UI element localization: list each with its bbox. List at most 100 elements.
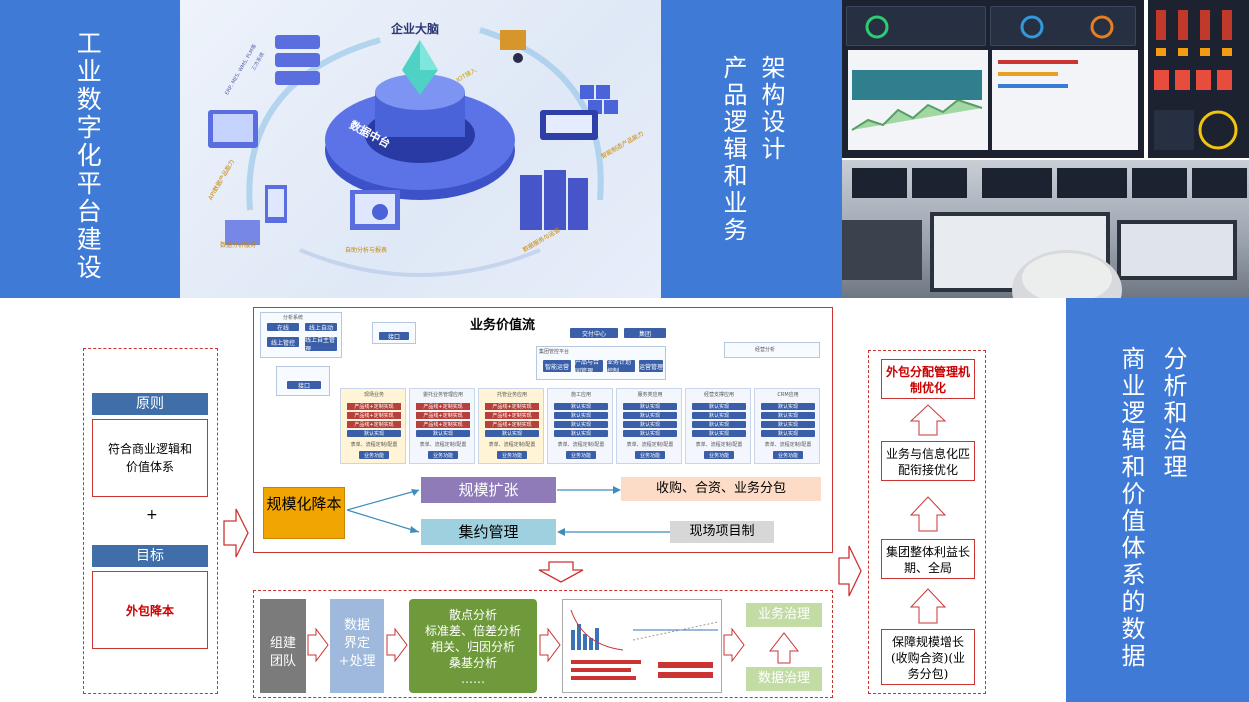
left-banner: 工业数字化平台建设 <box>0 0 180 298</box>
app-chip: 默认实现 <box>692 430 746 437</box>
app-chip: 默认实现 <box>761 403 815 410</box>
acquire-box: 收购、合资、业务分包 <box>621 477 821 501</box>
app-chip: 默认实现 <box>554 421 608 428</box>
plus-sign: + <box>146 507 158 523</box>
app-api-chip: 业务功能 <box>773 451 803 459</box>
goal-text: 外包降本 <box>92 571 208 649</box>
app-column-title: 现场业务 <box>363 392 384 398</box>
app-api-chip: 业务功能 <box>635 451 665 459</box>
analysis-box-green: 散点分析 标准差、倍差分析 相关、归因分析 桑基分析 …… <box>409 599 537 693</box>
chip-delivery-center: 交付中心 <box>570 328 618 338</box>
middle-banner: 架构设计 产品逻辑和业务 <box>661 0 842 298</box>
app-column-title: 委托业务管理应用 <box>422 392 463 398</box>
right-banner-col2: 商业逻辑和价值体系的数据 <box>1117 346 1145 670</box>
app-column-footer: 表单、流程定制/配置 <box>419 442 467 448</box>
pipeline-panel: 组建团队 数据界定+处理 散点分析 标准差、倍差分析 相关、归因分析 桑基分析 … <box>253 590 833 698</box>
label-report: 自助分析与报表 <box>345 247 388 254</box>
step1-box: 外包分配管理机制优化 <box>881 359 975 399</box>
optimization-panel: 外包分配管理机制优化 业务与信息化匹配衔接优化 集团整体利益长期、全局 保障规模… <box>868 350 986 694</box>
app-chip: 默认实现 <box>623 403 677 410</box>
principle-text: 符合商业逻辑和价值体系 <box>92 419 208 497</box>
system-box: 分析系统 在线 线上自动 线上管控 线上自主管理 <box>260 312 342 358</box>
chip-group: 集团 <box>624 328 666 338</box>
app-chip: 产品线+定制实现 <box>485 421 539 428</box>
chip-ops-manage: 运营管理 <box>639 360 663 372</box>
app-column: 托管业务应用产品线+定制实现产品线+定制实现产品线+定制实现默认实现表单、流程定… <box>478 388 544 464</box>
biz-gov-box: 业务治理 <box>746 603 822 627</box>
app-column-title: 经营支撑应用 <box>703 392 734 398</box>
goal-title: 目标 <box>92 545 208 567</box>
chip-product-contract: 产品与合同管理 <box>575 359 603 375</box>
app-chip: 默认实现 <box>416 430 470 437</box>
scale-expand-box: 规模扩张 <box>421 477 556 503</box>
value-stream-title: 业务价值流 <box>470 318 536 333</box>
right-banner: 分析和治理 商业逻辑和价值体系的数据 <box>1066 298 1249 702</box>
analysis-box: 经营分析 <box>724 342 820 358</box>
app-chip: 默认实现 <box>761 430 815 437</box>
app-chip: 产品线+定制实现 <box>416 412 470 419</box>
app-column: 现场业务产品线+定制实现产品线+定制实现产品线+定制实现默认实现表单、流程定制/… <box>340 388 406 464</box>
app-chip: 产品线+定制实现 <box>347 403 401 410</box>
app-chip: 默认实现 <box>761 421 815 428</box>
interface-box: 接口 <box>372 322 416 344</box>
chip-plan-control: 业务计划控制 <box>607 359 635 375</box>
app-chip: 默认实现 <box>623 421 677 428</box>
scale-cost-box: 规模化降本 <box>263 487 345 539</box>
app-chip: 默认实现 <box>692 403 746 410</box>
analysis-chart-thumbnail <box>562 599 722 693</box>
app-column-footer: 表单、流程定制/配置 <box>764 442 812 448</box>
app-column-footer: 表单、流程定制/配置 <box>695 442 743 448</box>
app-column: 施工应用默认实现默认实现默认实现默认实现表单、流程定制/配置业务功能 <box>547 388 613 464</box>
up-arrows <box>909 404 947 624</box>
label-analysis: 数据分析服务 <box>220 242 257 249</box>
app-chip: 默认实现 <box>347 430 401 437</box>
app-chip: 产品线+定制实现 <box>485 403 539 410</box>
middle-banner-col2: 产品逻辑和业务 <box>719 55 747 244</box>
app-chip: 产品线+定制实现 <box>416 421 470 428</box>
chip-interface-2: 接口 <box>287 381 321 390</box>
dashboard-screenshot-2 <box>1148 0 1249 158</box>
arrow-to-right-panel <box>838 545 862 597</box>
pipeline-arrows <box>307 627 800 664</box>
data-def-box: 数据界定+处理 <box>330 599 384 693</box>
chip-online-manage: 线上自主管理 <box>305 337 337 353</box>
group-control-box: 集团管控平台 智能运营 产品与合同管理 业务计划控制 运营管理 <box>536 346 666 380</box>
step2-box: 业务与信息化匹配衔接优化 <box>881 441 975 481</box>
app-chip: 默认实现 <box>554 403 608 410</box>
app-chip: 默认实现 <box>623 430 677 437</box>
data-platform-illustration: 企业大脑 数据中台 三方系统 ERP, MES, WMS, PLM等 IOT接入… <box>180 0 661 298</box>
chip-online: 在线 <box>267 323 299 332</box>
app-column-footer: 表单、流程定制/配置 <box>350 442 398 448</box>
scale-cost-text: 规模化降本 <box>266 495 342 513</box>
arrow-down-pipeline <box>538 561 584 583</box>
brain-label: 企业大脑 <box>391 22 440 36</box>
app-chip: 产品线+定制实现 <box>416 403 470 410</box>
middle-banner-col1: 架构设计 <box>757 55 785 163</box>
app-column-title: 施工应用 <box>570 392 591 398</box>
app-chip: 默认实现 <box>623 412 677 419</box>
analysis-box-title: 经营分析 <box>755 347 776 353</box>
onsite-box: 现场项目制 <box>670 521 774 543</box>
app-column: 经营支撑应用默认实现默认实现默认实现默认实现表单、流程定制/配置业务功能 <box>685 388 751 464</box>
flow-arrows <box>346 486 670 536</box>
team-box: 组建团队 <box>260 599 306 693</box>
value-stream-panel: 业务价值流 分析系统 在线 线上自动 线上管控 线上自主管理 接口 接口 交付中… <box>253 307 833 553</box>
app-chip: 默认实现 <box>692 412 746 419</box>
app-column-title: 服务类应用 <box>637 392 663 398</box>
step3-box: 集团整体利益长期、全局 <box>881 539 975 579</box>
app-column-footer: 表单、流程定制/配置 <box>626 442 674 448</box>
step4-box: 保障规模增长(收购合资)(业务分包) <box>881 629 975 685</box>
app-api-chip: 业务功能 <box>497 451 527 459</box>
app-chip: 产品线+定制实现 <box>485 412 539 419</box>
principle-title: 原则 <box>92 393 208 415</box>
data-gov-box: 数据治理 <box>746 667 822 691</box>
app-api-chip: 业务功能 <box>359 451 389 459</box>
group-control-title: 集团管控平台 <box>539 349 570 355</box>
system-box-title: 分析系统 <box>283 315 304 321</box>
app-chip: 默认实现 <box>554 412 608 419</box>
control-room-photo <box>842 160 1249 298</box>
arrow-to-flow <box>223 508 249 558</box>
chip-smart-ops: 智能运营 <box>543 360 571 372</box>
intensive-box: 集约管理 <box>421 519 556 545</box>
chip-online-control: 线上管控 <box>267 337 299 347</box>
